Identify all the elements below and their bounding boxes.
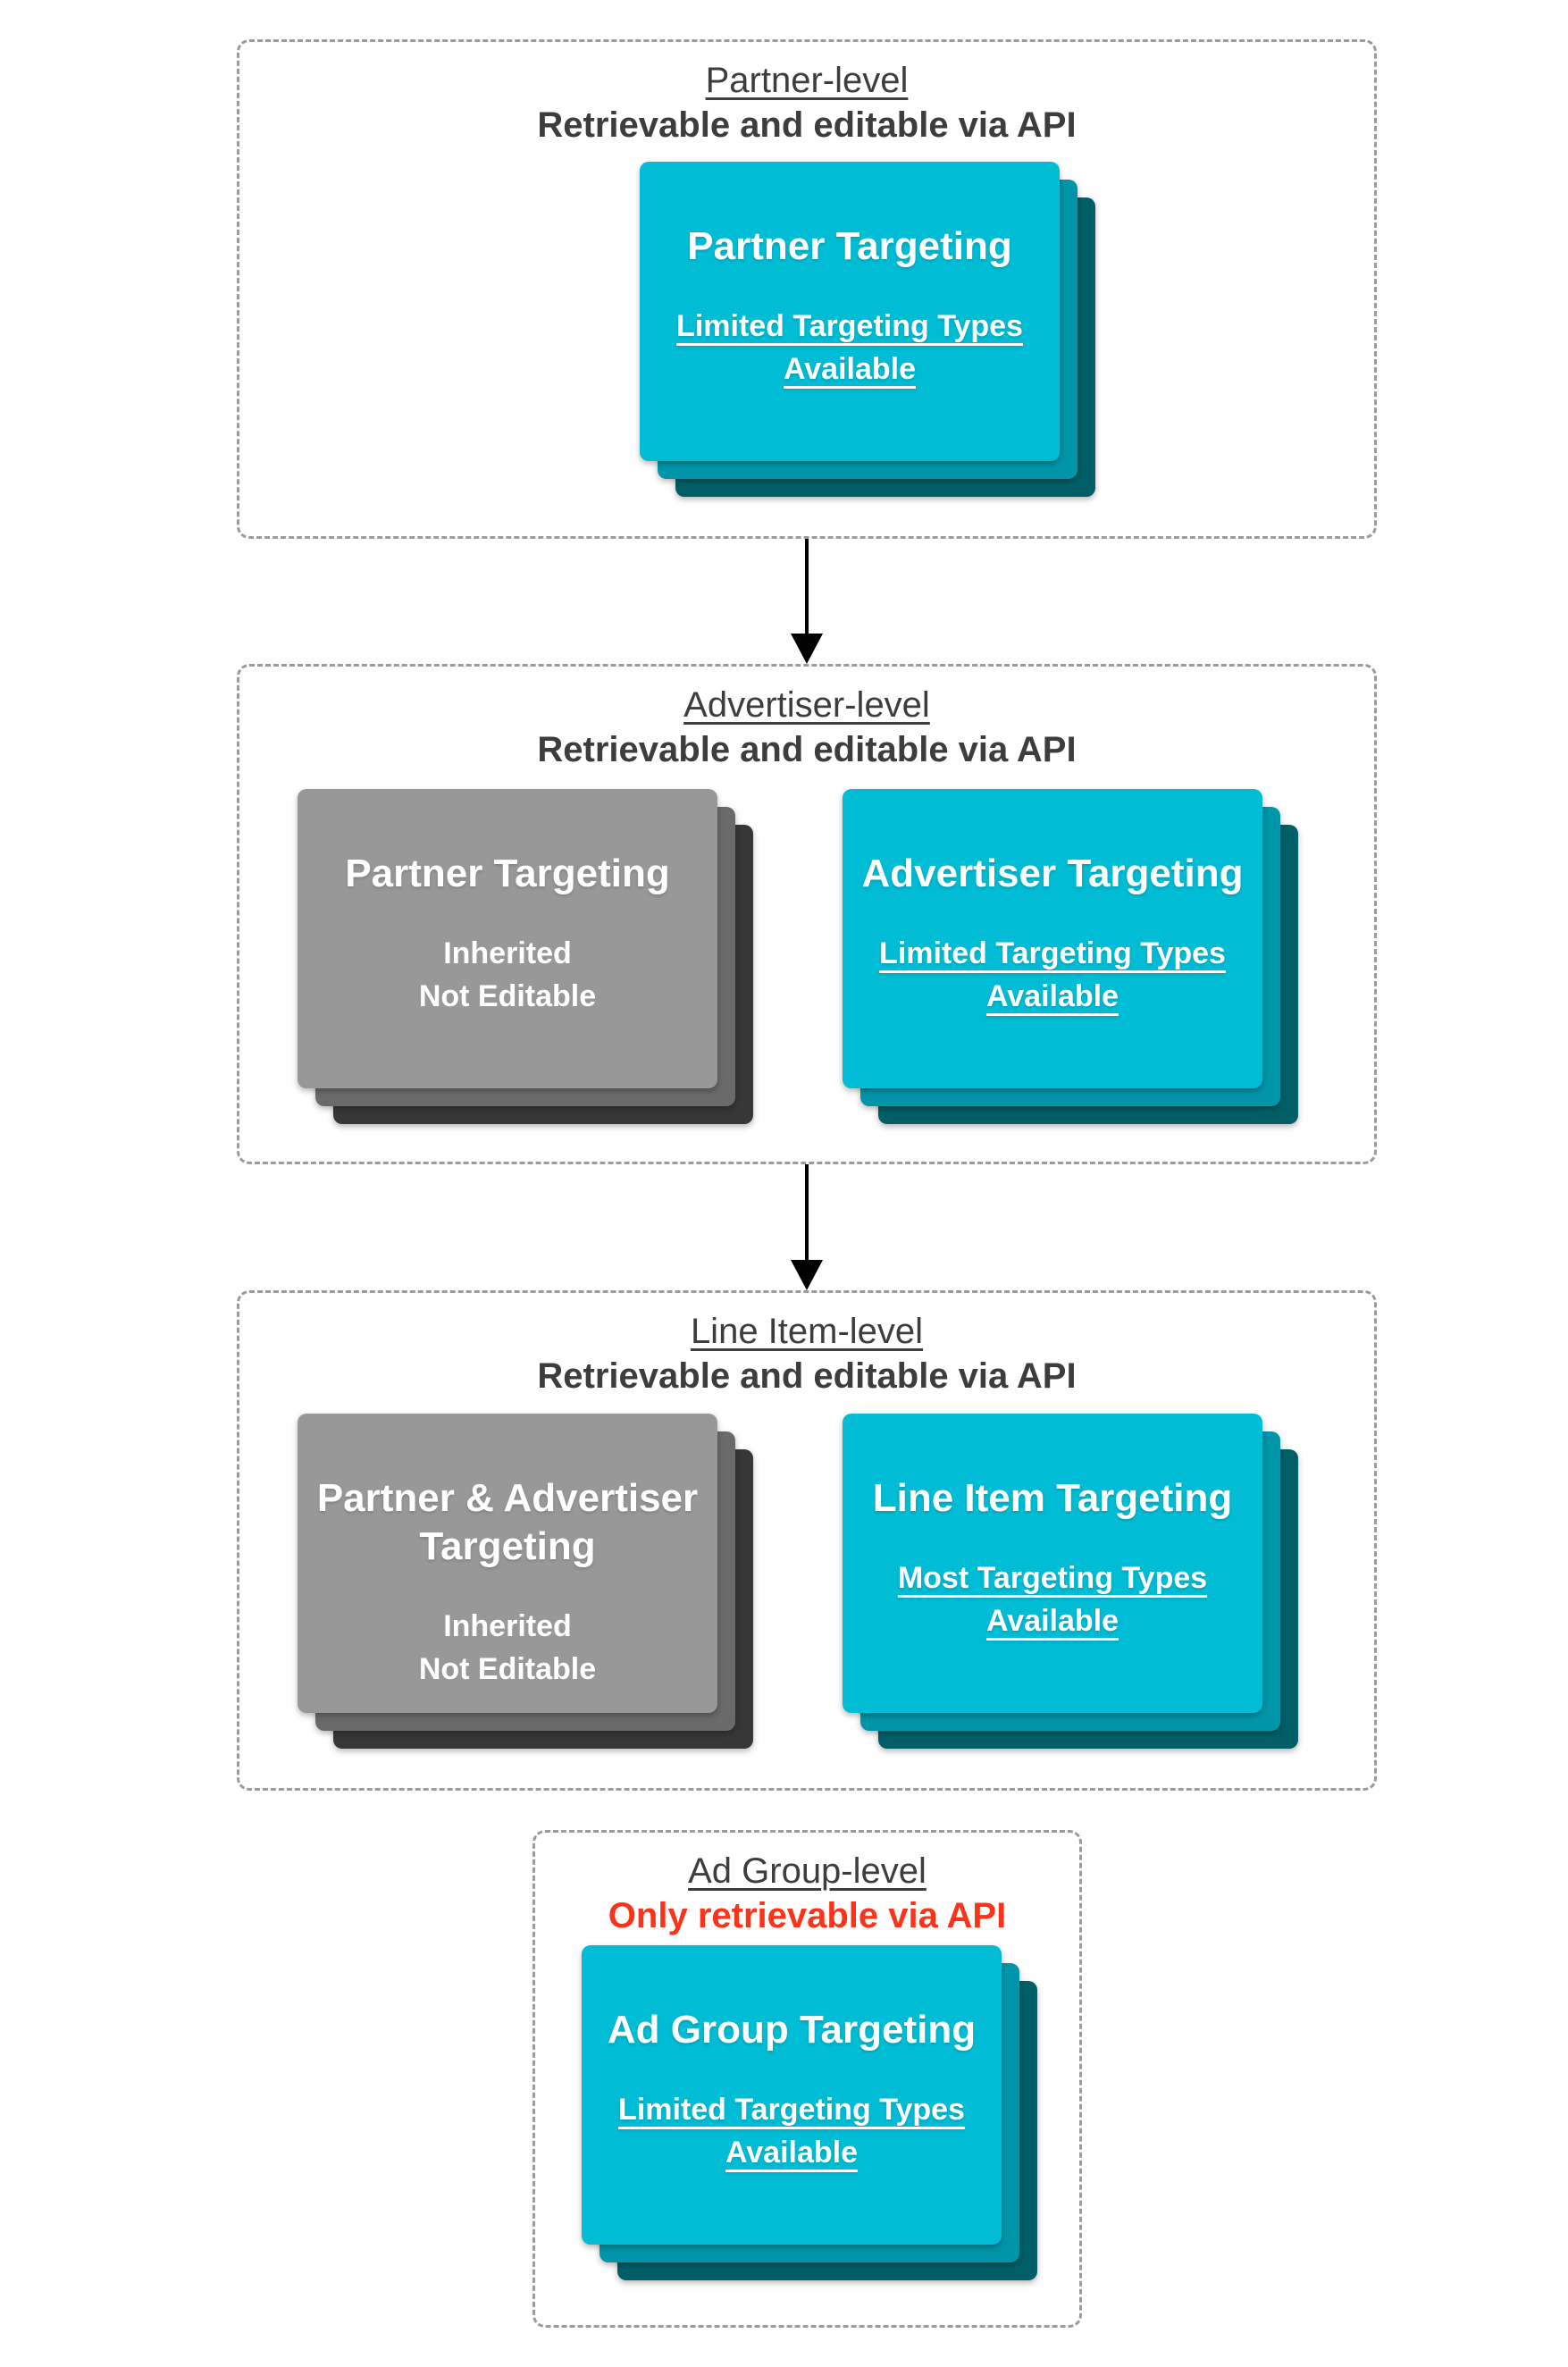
line-item-level-heading: Line Item-level <box>239 1309 1374 1354</box>
card-title: Partner Targeting <box>687 224 1012 268</box>
line-item-level-box: Line Item-level Retrievable and editable… <box>237 1290 1377 1791</box>
card-title: Ad Group Targeting <box>607 2008 977 2052</box>
down-arrow-partner-to-advertiser <box>789 539 825 664</box>
partner-targeting-card-stack: Partner Targeting Limited Targeting Type… <box>640 162 1095 497</box>
arrow-shaft <box>805 1164 809 1262</box>
card-subtitle: Limited Targeting Types Available <box>879 936 1226 1013</box>
partner-level-heading: Partner-level <box>239 58 1374 103</box>
partner-level-box: Partner-level Retrievable and editable v… <box>237 39 1377 539</box>
partner-level-heading-text: Partner-level <box>705 61 909 100</box>
advertiser-targeting-card-stack: Advertiser Targeting Limited Targeting T… <box>843 789 1298 1124</box>
arrow-head-icon <box>791 634 823 664</box>
card-subtitle: Limited Targeting Types Available <box>676 309 1023 386</box>
ad-group-level-box: Ad Group-level Only retrievable via API … <box>532 1830 1082 2328</box>
partner-targeting-card: Partner Targeting Limited Targeting Type… <box>640 162 1060 461</box>
advertiser-level-api-note: Retrievable and editable via API <box>537 730 1077 769</box>
ad-group-targeting-card: Ad Group Targeting Limited Targeting Typ… <box>582 1945 1002 2245</box>
card-subtitle-block: Inherited Not Editable <box>419 932 596 1018</box>
card-title: Partner Targeting <box>345 852 670 895</box>
card-subtitle-line: Not Editable <box>418 1652 597 1686</box>
card-subtitle-block: Inherited Not Editable <box>419 1605 596 1691</box>
arrow-head-icon <box>791 1260 823 1290</box>
card-subtitle-line: Inherited <box>443 1609 572 1643</box>
ad-group-level-heading-text: Ad Group-level <box>688 1851 927 1891</box>
ad-group-level-api-note: Only retrievable via API <box>608 1896 1007 1935</box>
inherited-partner-advertiser-targeting-card: Partner & Advertiser Targeting Inherited… <box>298 1414 717 1713</box>
advertiser-level-heading-text: Advertiser-level <box>683 685 930 725</box>
inherited-partner-advertiser-targeting-card-stack: Partner & Advertiser Targeting Inherited… <box>298 1414 753 1749</box>
card-title: Line Item Targeting <box>872 1476 1233 1520</box>
ad-group-targeting-card-stack: Ad Group Targeting Limited Targeting Typ… <box>582 1945 1037 2280</box>
down-arrow-advertiser-to-lineitem <box>789 1164 825 1290</box>
advertiser-level-box: Advertiser-level Retrievable and editabl… <box>237 664 1377 1164</box>
advertiser-targeting-card: Advertiser Targeting Limited Targeting T… <box>843 789 1262 1088</box>
card-subtitle: Limited Targeting Types Available <box>618 2093 965 2170</box>
line-item-targeting-card: Line Item Targeting Most Targeting Types… <box>843 1414 1262 1713</box>
line-item-level-api-note: Retrievable and editable via API <box>537 1356 1077 1396</box>
inherited-partner-targeting-card-stack: Partner Targeting Inherited Not Editable <box>298 789 753 1124</box>
line-item-targeting-card-stack: Line Item Targeting Most Targeting Types… <box>843 1414 1298 1749</box>
line-item-level-heading-text: Line Item-level <box>690 1312 924 1351</box>
partner-level-api-note: Retrievable and editable via API <box>537 105 1077 145</box>
inherited-partner-targeting-card: Partner Targeting Inherited Not Editable <box>298 789 717 1088</box>
card-title: Advertiser Targeting <box>861 852 1244 895</box>
ad-group-level-heading: Ad Group-level <box>535 1849 1079 1893</box>
card-subtitle-line: Inherited <box>443 936 572 970</box>
arrow-shaft <box>805 539 809 635</box>
card-subtitle: Most Targeting Types Available <box>897 1561 1208 1638</box>
advertiser-level-heading: Advertiser-level <box>239 683 1374 727</box>
card-subtitle-line: Not Editable <box>418 979 597 1013</box>
card-title: Partner & Advertiser Targeting <box>316 1476 699 1568</box>
